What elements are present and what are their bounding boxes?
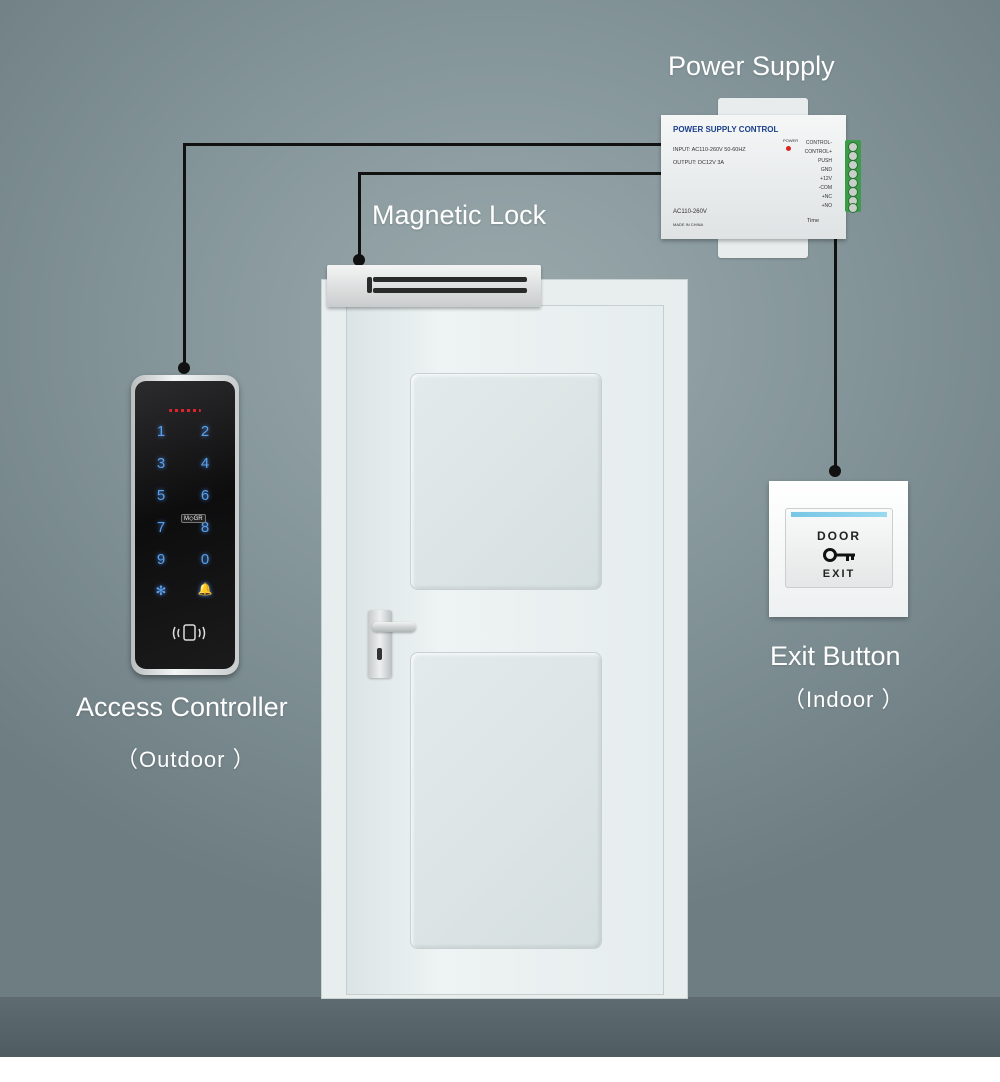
terminal-label: -COM (818, 185, 832, 191)
keyhole-icon (377, 648, 382, 660)
power-led-label: POWER (783, 138, 799, 143)
key-6[interactable]: 6 (200, 487, 210, 504)
exit-button-indicator (791, 512, 887, 517)
magnetic-lock (327, 265, 541, 307)
door-handle-icon (372, 622, 416, 632)
access-controller-label: Access Controller (76, 692, 288, 722)
magnetic-lock-label: Magnetic Lock (372, 200, 547, 230)
terminal-label: +NO (821, 203, 832, 209)
wire-lock-vertical (358, 174, 361, 258)
magnet-stripe (373, 288, 527, 293)
power-supply-origin: MADE IN CHINA (673, 222, 704, 227)
exit-button-bottom-text: EXIT (822, 568, 856, 580)
power-supply-top-bracket (718, 98, 808, 120)
key-2[interactable]: 2 (200, 423, 210, 440)
bottom-margin (0, 1057, 1000, 1082)
key-star[interactable]: ✻ (155, 583, 167, 598)
terminal-block (845, 140, 861, 213)
key-bell-icon[interactable]: 🔔 (197, 582, 213, 596)
key-4[interactable]: 4 (200, 455, 210, 472)
exit-button-label: Exit Button (770, 641, 901, 671)
access-controller: 1 2 3 4 5 6 7 8 9 0 ✻ 🔔 M◇GR (131, 375, 239, 675)
key-7[interactable]: 7 (156, 519, 166, 536)
floor (0, 997, 1000, 1057)
keypad-logo: M◇GR (181, 514, 206, 523)
terminal-screw-icon (848, 203, 858, 213)
power-supply-label: Power Supply (668, 51, 835, 81)
key-1[interactable]: 1 (156, 423, 166, 440)
wire-lock-terminal (353, 254, 365, 266)
power-supply-bottom-bracket (718, 236, 808, 258)
exit-button-sublabel: （Indoor ） (783, 687, 905, 712)
exit-button-top-text: DOOR (817, 529, 861, 543)
terminal-label: GND (820, 167, 832, 173)
power-supply-unit: POWER SUPPLY CONTROL INPUT: AC110-260V 5… (661, 115, 846, 239)
terminal-label: CONTROL- (805, 140, 832, 146)
wire-controller-vertical (183, 144, 186, 366)
terminal-label: +NC (821, 194, 832, 200)
wire-controller-terminal (178, 362, 190, 374)
power-supply-time-label: Time (807, 218, 820, 224)
key-3[interactable]: 3 (156, 455, 166, 472)
door-lower-panel (410, 652, 602, 949)
wire-controller-horizontal (183, 143, 663, 146)
power-led (786, 146, 791, 151)
terminal-label: CONTROL+ (804, 149, 832, 155)
magnet-stripe (373, 277, 527, 282)
access-controller-sublabel: （Outdoor ） (116, 747, 256, 772)
door-upper-panel (410, 373, 602, 590)
key-9[interactable]: 9 (156, 551, 166, 568)
terminal-label: PUSH (818, 158, 832, 164)
key-0[interactable]: 0 (200, 551, 210, 568)
terminal-label: +12V (820, 176, 832, 182)
rfid-card-icon (172, 624, 206, 641)
power-supply-input: INPUT: AC110-260V 50-60HZ (673, 147, 746, 153)
wire-exit-terminal (829, 465, 841, 477)
status-led-strip (169, 409, 201, 412)
key-5[interactable]: 5 (156, 487, 166, 504)
keypad-face: 1 2 3 4 5 6 7 8 9 0 ✻ 🔔 M◇GR (135, 381, 235, 669)
key-icon (823, 548, 855, 562)
wire-exit-vertical (834, 238, 837, 470)
door-handle-plate (368, 610, 392, 678)
exit-button-plate: DOOR EXIT (769, 481, 908, 617)
magnet-stripe (367, 277, 372, 293)
power-supply-brand: POWER SUPPLY CONTROL (673, 125, 779, 134)
key-8[interactable]: 8 (200, 519, 210, 536)
wire-lock-horizontal (358, 172, 663, 175)
exit-button[interactable]: DOOR EXIT (785, 508, 893, 588)
power-supply-output: OUTPUT: DC12V 3A (673, 160, 725, 166)
power-supply-model: AC110-260V (673, 209, 707, 215)
